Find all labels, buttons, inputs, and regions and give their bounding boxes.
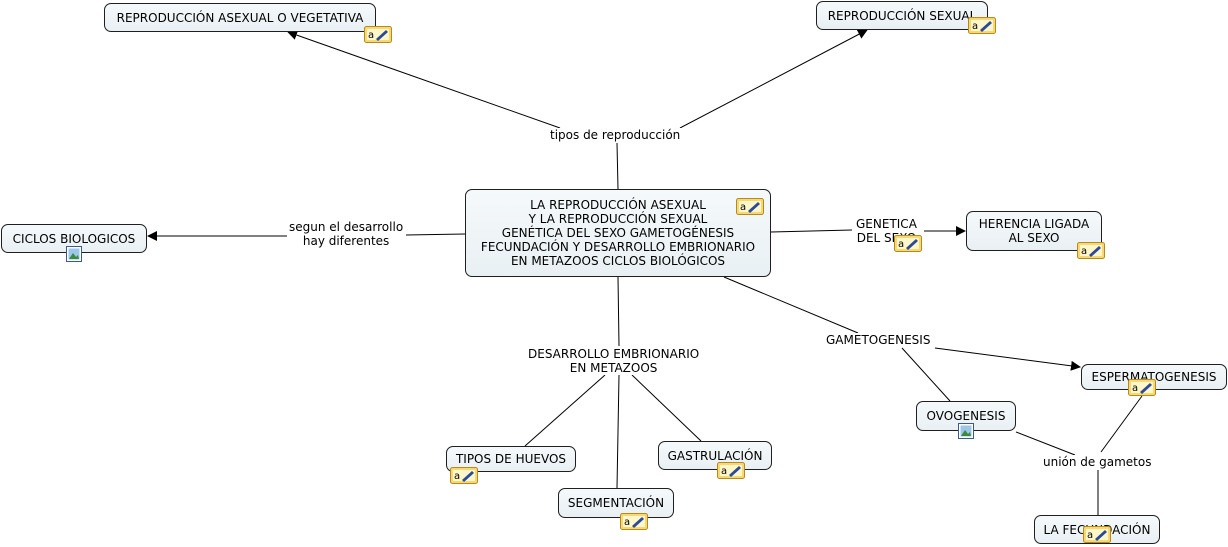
- link-gametogenesis-to-ovogenesis: [901, 347, 951, 402]
- link-desarrollo-to-tipos-huevos: [524, 374, 606, 447]
- notes-icon[interactable]: a: [1128, 379, 1156, 396]
- link-espermatogenesis-to-union: [1100, 395, 1143, 453]
- notes-icon[interactable]: a: [717, 462, 745, 479]
- link-gametogenesis-to-espermatogenesis: [934, 347, 1081, 371]
- link-main-to-genetica: [770, 229, 853, 233]
- link-desarrollo-to-gastrulacion: [631, 374, 702, 442]
- notes-icon[interactable]: a: [1083, 526, 1111, 543]
- link-ovogenesis-to-union: [1015, 431, 1076, 456]
- concept-main[interactable]: LA REPRODUCCIÓN ASEXUAL Y LA REPRODUCCIÓ…: [465, 189, 771, 277]
- image-icon[interactable]: [66, 246, 82, 262]
- link-main-to-desarrollo: [617, 276, 620, 347]
- link-tipos-to-asexual: [287, 30, 561, 129]
- svg-text:a: a: [740, 202, 746, 213]
- notes-icon[interactable]: a: [1077, 242, 1105, 259]
- notes-icon[interactable]: a: [450, 467, 478, 484]
- concept-herencia-ligada-al-sexo[interactable]: HERENCIA LIGADA AL SEXO: [966, 211, 1102, 251]
- svg-text:a: a: [1081, 246, 1087, 257]
- notes-icon[interactable]: a: [364, 26, 392, 43]
- svg-text:a: a: [1132, 383, 1138, 394]
- svg-text:a: a: [624, 517, 630, 528]
- link-tipos-to-sexual: [679, 29, 868, 129]
- notes-icon[interactable]: a: [968, 17, 996, 34]
- image-icon[interactable]: [958, 423, 974, 439]
- concept-reproduccion-asexual[interactable]: REPRODUCCIÓN ASEXUAL O VEGETATIVA: [104, 3, 376, 32]
- phrase-union-de-gametos[interactable]: unión de gametos: [1041, 455, 1154, 469]
- concept-gastrulacion[interactable]: GASTRULACIÓN: [658, 441, 772, 470]
- phrase-segun-el-desarrollo[interactable]: segun el desarrollo hay diferentes: [287, 220, 406, 248]
- phrase-gametogenesis[interactable]: GAMETOGENESIS: [824, 333, 933, 347]
- svg-text:a: a: [454, 471, 460, 482]
- concept-segmentacion[interactable]: SEGMENTACIÓN: [558, 488, 674, 518]
- link-desarrollo-to-segmentacion: [616, 374, 620, 489]
- phrase-genetica-del-sexo[interactable]: GENETICA DEL SEXO: [854, 217, 919, 245]
- link-main-to-tipos: [616, 142, 619, 190]
- notes-icon[interactable]: a: [736, 198, 764, 215]
- phrase-tipos-de-reproduccion[interactable]: tipos de reproducción: [548, 128, 683, 142]
- link-main-to-gametogenesis: [723, 276, 859, 334]
- svg-text:a: a: [368, 30, 374, 41]
- notes-icon[interactable]: a: [620, 513, 648, 530]
- svg-text:a: a: [721, 466, 727, 477]
- svg-text:a: a: [1087, 530, 1093, 541]
- phrase-desarrollo-embrionario[interactable]: DESARROLLO EMBRIONARIO EN METAZOOS: [526, 347, 702, 375]
- svg-text:a: a: [972, 21, 978, 32]
- notes-icon[interactable]: a: [894, 235, 922, 252]
- svg-text:a: a: [898, 239, 904, 250]
- link-main-to-segun: [405, 233, 466, 236]
- concept-reproduccion-sexual[interactable]: REPRODUCCIÓN SEXUAL: [816, 1, 988, 30]
